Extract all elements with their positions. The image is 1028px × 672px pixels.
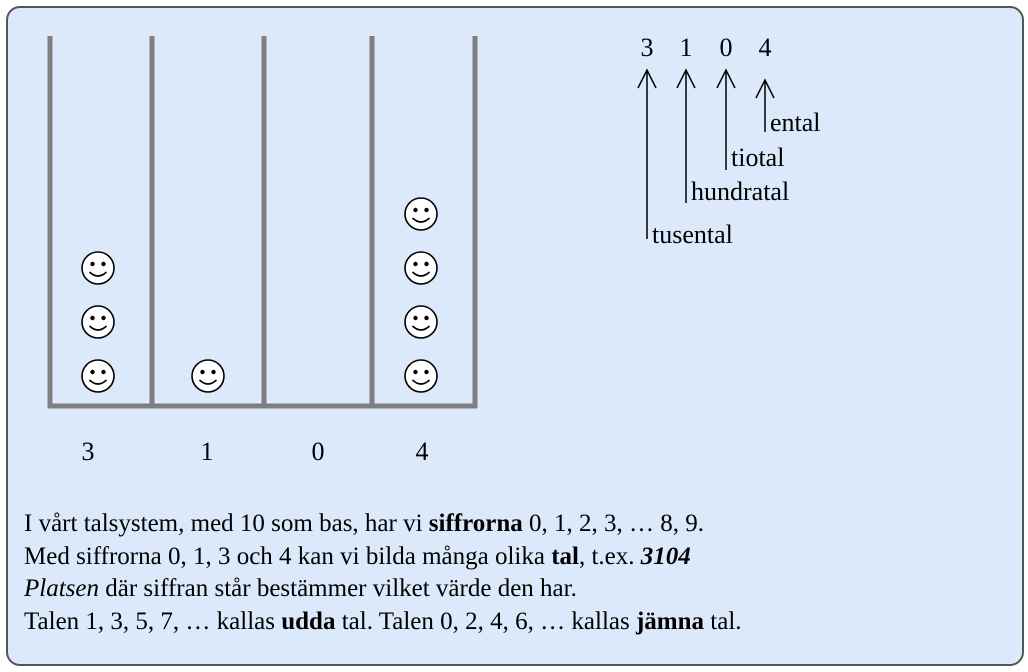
column-label-tens: 0 [312, 437, 325, 466]
text-line-4: Talen 1, 3, 5, 7, … kallas udda tal. Tal… [24, 607, 742, 635]
column-frame [47, 36, 478, 409]
smiley-ones-3 [404, 251, 438, 285]
smiley-stacks [81, 197, 438, 393]
column-label-thousands: 3 [82, 437, 95, 466]
explanation-text: I vårt talsystem, med 10 som bas, har vi… [24, 508, 742, 638]
number-digit-thousands: 3 [641, 33, 654, 62]
place-label-tiotal: tiotal [731, 143, 784, 172]
arrow-tiotal [716, 68, 736, 170]
arrow-hundratal [676, 68, 696, 203]
arrow-tusental [637, 68, 657, 239]
smiley-ones-1 [404, 359, 438, 393]
number-digit-tens: 0 [720, 33, 733, 62]
number-digit-ones: 4 [759, 33, 772, 62]
arrow-ental [755, 78, 775, 132]
column-label-hundreds: 1 [201, 437, 214, 466]
smiley-thousands-3 [81, 251, 115, 285]
text-line-3: Platsen där siffran står bestämmer vilke… [24, 575, 577, 602]
column-label-ones: 4 [416, 437, 429, 466]
text-line-2: Med siffrorna 0, 1, 3 och 4 kan vi bilda… [24, 542, 691, 570]
place-label-hundratal: hundratal [691, 177, 789, 206]
place-label-ental: ental [770, 108, 821, 137]
number-digit-hundreds: 1 [680, 33, 693, 62]
text-line-1: I vårt talsystem, med 10 som bas, har vi… [24, 510, 705, 537]
smiley-hundreds-1 [191, 359, 225, 393]
smiley-ones-2 [404, 305, 438, 339]
smiley-thousands-1 [81, 359, 115, 393]
smiley-thousands-2 [81, 305, 115, 339]
smiley-ones-4 [404, 197, 438, 231]
place-label-tusental: tusental [652, 220, 733, 249]
content-card [6, 6, 1024, 666]
